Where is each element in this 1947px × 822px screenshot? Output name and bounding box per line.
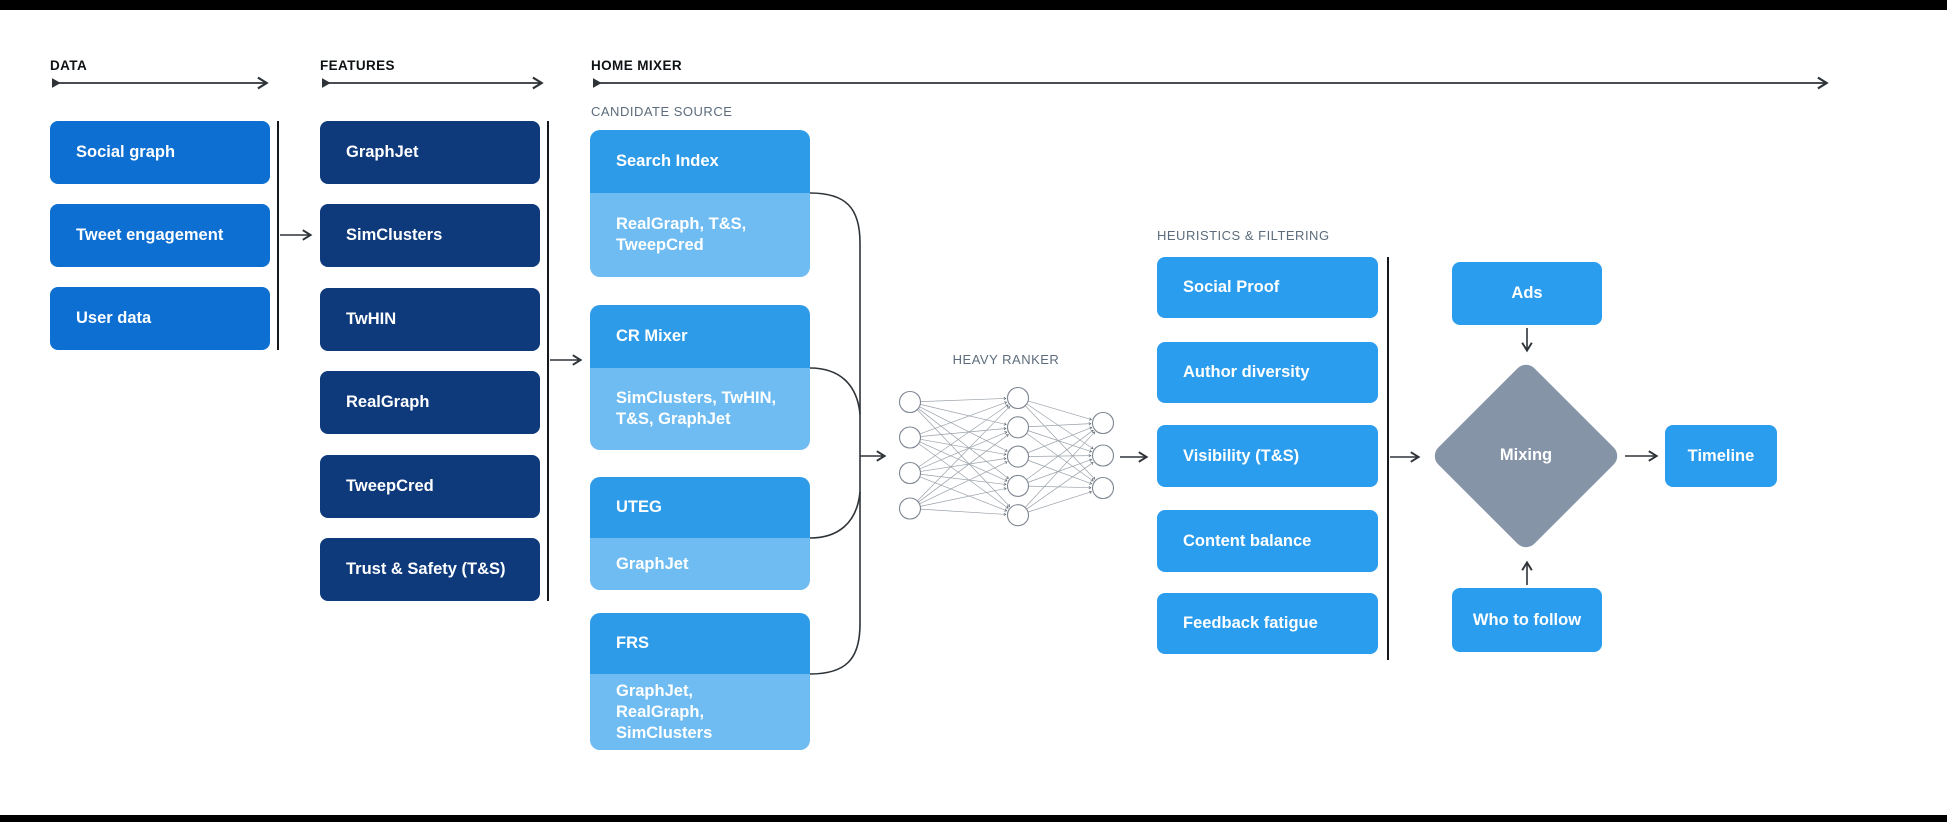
candidate-box-uteg: UTEG GraphJet xyxy=(590,477,810,590)
filter-box-content-balance: Content balance xyxy=(1157,510,1378,572)
flow-arrows xyxy=(280,192,1659,675)
feature-box-trust-safety: Trust & Safety (T&S) xyxy=(320,538,540,601)
connector-search-index xyxy=(809,192,861,456)
candidate-box-frs: FRS GraphJet, RealGraph, SimClusters xyxy=(590,613,810,750)
mixing-diamond xyxy=(1434,364,1618,548)
timeline-box: Timeline xyxy=(1665,425,1777,487)
candidate-uses: SimClusters, TwHIN, T&S, GraphJet xyxy=(590,368,810,450)
data-box-user-data: User data xyxy=(50,287,270,350)
ads-box: Ads xyxy=(1452,262,1602,325)
candidate-name: UTEG xyxy=(590,477,810,538)
section-header-home-mixer: HOME MIXER xyxy=(591,58,683,73)
network-node xyxy=(1006,474,1030,497)
heuristics-label: HEURISTICS & FILTERING xyxy=(1157,228,1330,243)
network-node xyxy=(898,461,922,485)
network-node xyxy=(1006,386,1030,410)
section-header-data: DATA xyxy=(50,58,88,73)
network-node xyxy=(1006,445,1030,468)
network-node xyxy=(898,426,922,449)
connector-frs xyxy=(809,456,861,675)
neural-network xyxy=(898,386,1115,527)
candidate-name: FRS xyxy=(590,613,810,674)
section-header-features: FEATURES xyxy=(320,58,395,73)
feature-box-graphjet: GraphJet xyxy=(320,121,540,184)
network-node xyxy=(898,497,922,520)
network-node xyxy=(1006,504,1030,527)
connector-cr-mixer xyxy=(809,367,861,415)
candidate-name: CR Mixer xyxy=(590,305,810,368)
network-node xyxy=(1091,476,1115,500)
who-to-follow-box: Who to follow xyxy=(1452,588,1602,652)
data-box-social-graph: Social graph xyxy=(50,121,270,184)
candidate-uses: RealGraph, T&S, TweepCred xyxy=(590,193,810,277)
filter-box-author-diversity: Author diversity xyxy=(1157,342,1378,403)
heavy-ranker-label: HEAVY RANKER xyxy=(952,352,1060,367)
network-node xyxy=(898,390,922,414)
candidate-uses: GraphJet, RealGraph, SimClusters xyxy=(590,674,810,750)
filter-box-visibility: Visibility (T&S) xyxy=(1157,425,1378,487)
feature-box-simclusters: SimClusters xyxy=(320,204,540,267)
candidate-box-search-index: Search Index RealGraph, T&S, TweepCred xyxy=(590,130,810,277)
top-bar xyxy=(0,0,1947,10)
filter-box-social-proof: Social Proof xyxy=(1157,257,1378,318)
feature-box-tweepcred: TweepCred xyxy=(320,455,540,518)
candidate-source-label: CANDIDATE SOURCE xyxy=(591,104,733,119)
bottom-bar xyxy=(0,815,1947,822)
column-dividers xyxy=(277,121,1389,660)
network-node xyxy=(1091,411,1115,435)
network-node xyxy=(1091,444,1115,467)
candidate-name: Search Index xyxy=(590,130,810,193)
data-box-tweet-engagement: Tweet engagement xyxy=(50,204,270,267)
candidate-uses: GraphJet xyxy=(590,538,810,590)
network-node xyxy=(1006,416,1030,439)
filter-box-feedback-fatigue: Feedback fatigue xyxy=(1157,593,1378,654)
feature-box-twhin: TwHIN xyxy=(320,288,540,351)
candidate-box-cr-mixer: CR Mixer SimClusters, TwHIN, T&S, GraphJ… xyxy=(590,305,810,450)
mixing-label: Mixing xyxy=(1499,446,1553,464)
feature-box-realgraph: RealGraph xyxy=(320,371,540,434)
connector-uteg xyxy=(809,491,861,539)
